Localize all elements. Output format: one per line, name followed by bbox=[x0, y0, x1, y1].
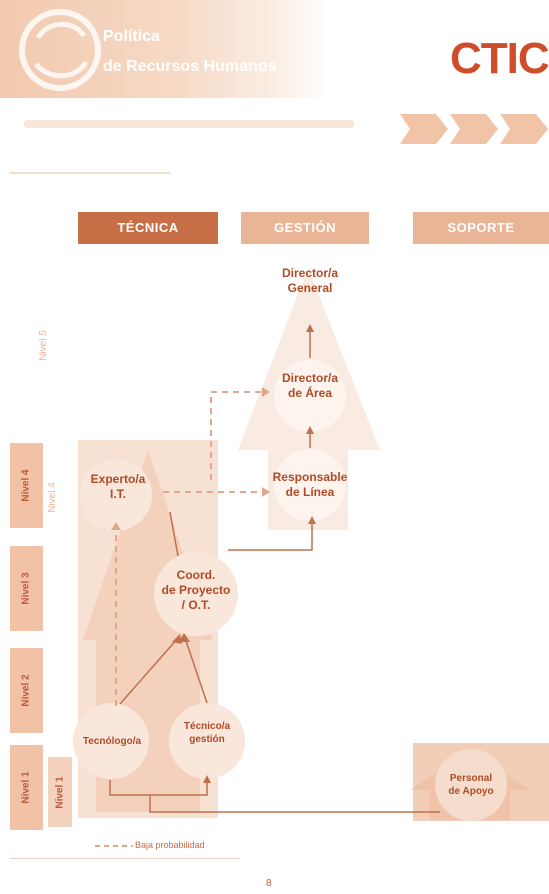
column-header-gestion: GESTIÓN bbox=[241, 212, 369, 244]
header-band bbox=[0, 0, 330, 98]
node-circle-tecnologo bbox=[73, 703, 149, 779]
level-bar-2: Nivel 2 bbox=[10, 648, 43, 733]
node-circle-personal-apoyo bbox=[435, 749, 507, 821]
divider bbox=[10, 172, 170, 174]
node-circle-director-area bbox=[274, 360, 346, 432]
doc-title-line2: de Recursos Humanos bbox=[103, 58, 277, 75]
node-tecnico-gestion: Técnico/a gestión bbox=[183, 721, 231, 745]
level-bar-3: Nivel 3 bbox=[10, 546, 43, 631]
node-circle-experto bbox=[80, 459, 152, 531]
column-header-soporte: SOPORTE bbox=[413, 212, 549, 244]
doc-title-line1: Política bbox=[103, 28, 160, 45]
divider bbox=[10, 858, 240, 859]
brand-logo-text: CTIC bbox=[450, 34, 549, 83]
node-personal-apoyo: Personal de Apoyo bbox=[448, 773, 494, 797]
level-bar-1: Nivel 1 bbox=[10, 745, 43, 830]
section-subtitle-bar bbox=[24, 120, 354, 128]
solid-arrows bbox=[109, 330, 440, 813]
page-number: 8 bbox=[266, 878, 272, 889]
process-chevrons-icon bbox=[400, 114, 548, 144]
node-coord-proyecto: Coord. de Proyecto / O.T. bbox=[161, 568, 231, 612]
node-circle-tecnico bbox=[169, 703, 245, 779]
arrowhead bbox=[262, 487, 270, 497]
legend-dash-icon bbox=[95, 845, 133, 847]
node-tecnologo: Tecnólogo/a bbox=[82, 736, 142, 747]
node-experto-it: Experto/a I.T. bbox=[90, 472, 146, 501]
node-director-general: Director/a General bbox=[281, 266, 339, 295]
node-circle-responsable bbox=[274, 449, 346, 521]
arrowhead bbox=[111, 522, 121, 530]
node-director-area: Director/a de Área bbox=[281, 371, 339, 400]
level-bar-4: Nivel 4 bbox=[10, 443, 43, 528]
node-circle-coord bbox=[154, 552, 238, 636]
column-header-tecnica: TÉCNICA bbox=[78, 212, 218, 244]
legend-label: Baja probabilidad bbox=[135, 840, 205, 850]
logo-icon bbox=[19, 9, 101, 91]
level-bar-1-inner: Nivel 1 bbox=[48, 757, 72, 827]
node-responsable-linea: Responsable de Línea bbox=[272, 470, 348, 499]
dashed-arrows bbox=[115, 391, 262, 706]
arrowhead bbox=[262, 387, 270, 397]
